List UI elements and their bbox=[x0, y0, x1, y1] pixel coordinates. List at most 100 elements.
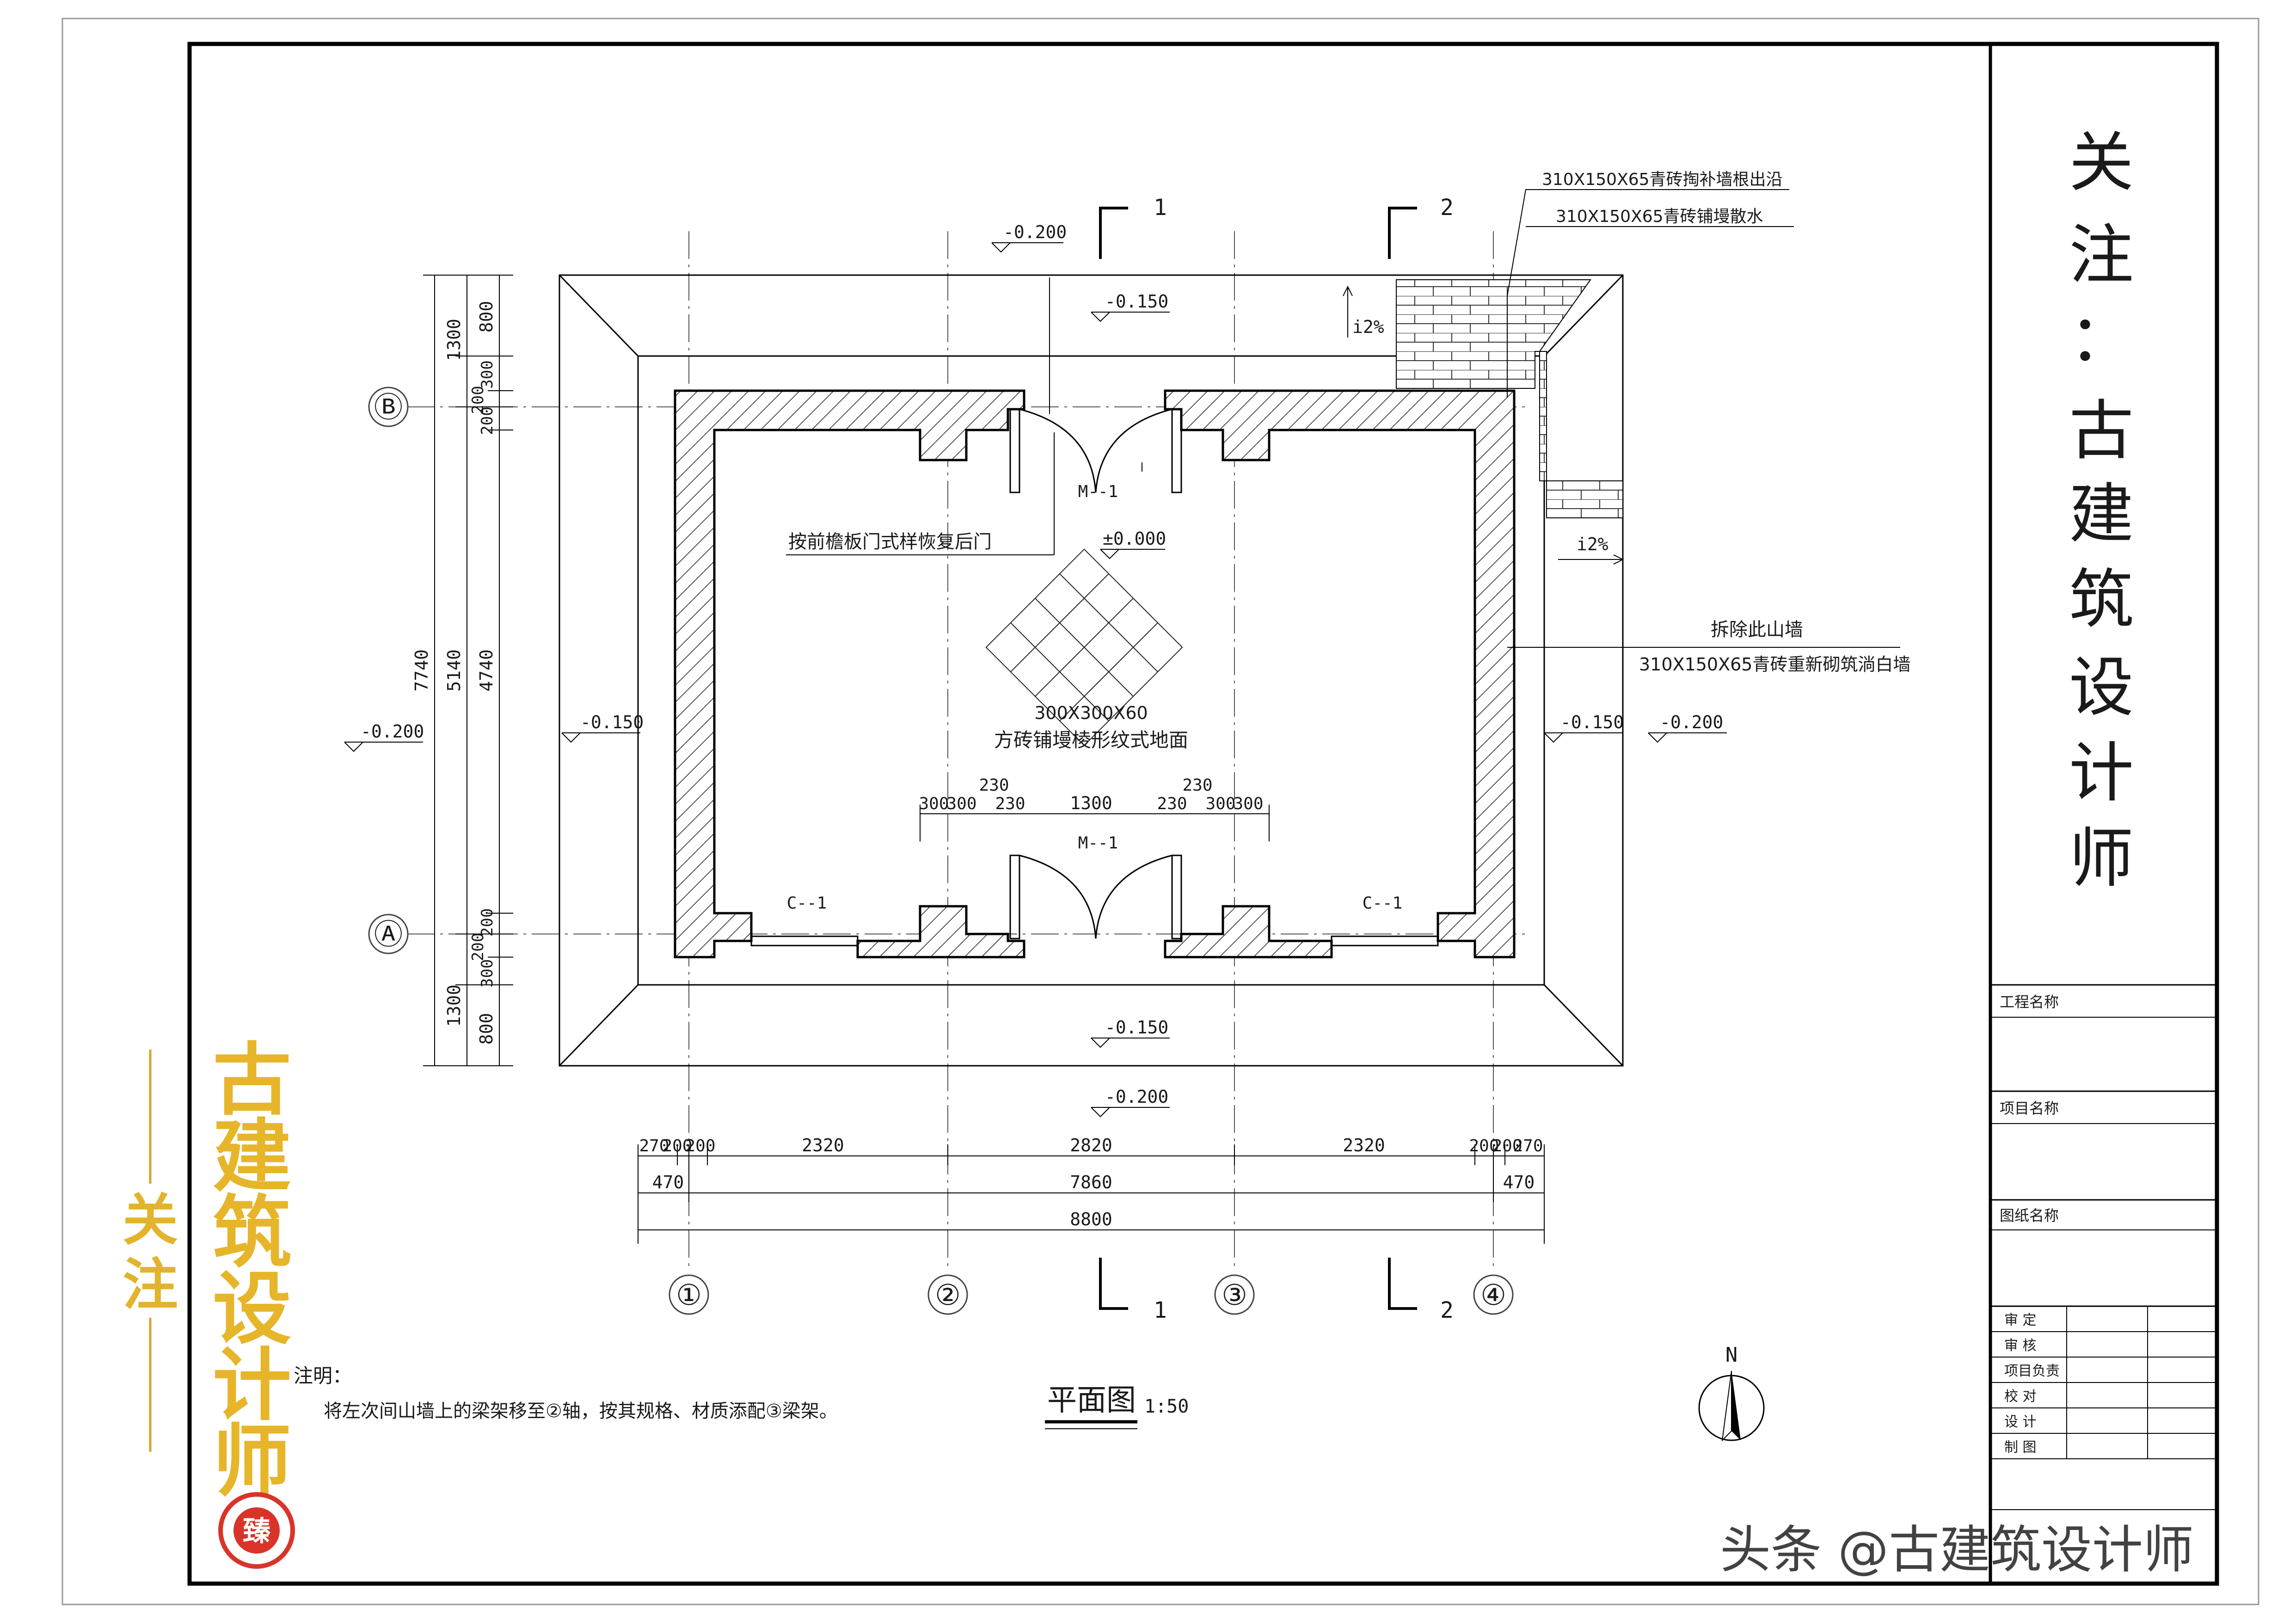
wall-front-left bbox=[856, 905, 1025, 958]
section-mark-2-top bbox=[1388, 207, 1417, 259]
axis-bubble-1 bbox=[669, 1274, 709, 1315]
elev-right-inner: -0.150 bbox=[1560, 712, 1624, 732]
elev-top-inner: -0.150 bbox=[1105, 291, 1168, 312]
notes-body: 将左次间山墙上的梁架移至②轴，按其规格、材质添配③梁架。 bbox=[324, 1401, 838, 1422]
section-mark-1-top bbox=[1099, 207, 1128, 259]
north-label: N bbox=[1725, 1343, 1738, 1367]
signoff-check: 校 对 bbox=[2004, 1389, 2037, 1405]
signoff-review: 审 核 bbox=[2004, 1338, 2037, 1354]
watermark-brand-char: 建 bbox=[213, 1111, 291, 1203]
elev-left-outer: -0.200 bbox=[361, 721, 424, 742]
plan-title: 平面图 bbox=[1047, 1383, 1136, 1418]
dim-b7: 200 bbox=[1469, 1137, 1499, 1155]
dim-800-top: 800 bbox=[476, 301, 497, 333]
signoff-design: 设 计 bbox=[2004, 1414, 2037, 1430]
dim-c3: 470 bbox=[1503, 1172, 1535, 1192]
side-title-char: 设 bbox=[2069, 650, 2134, 725]
signoff-approve: 审 定 bbox=[2004, 1312, 2037, 1328]
note-rear-door: 按前檐板门式样恢复后门 bbox=[788, 531, 992, 553]
watermark-follow-char: 关 bbox=[123, 1188, 178, 1253]
elev-left-inner: -0.150 bbox=[580, 712, 644, 732]
dim-200-top: 200 bbox=[469, 386, 487, 414]
project-name-label: 工程名称 bbox=[2000, 993, 2059, 1011]
wall-front-right bbox=[1164, 905, 1333, 958]
window-right bbox=[1331, 935, 1439, 946]
watermark-brand: 关 注 古 建 筑 设 计 师 臻 bbox=[123, 1035, 295, 1569]
dim-200-bottom: 200 bbox=[478, 908, 497, 936]
section-label: 2 bbox=[1440, 195, 1454, 221]
dim-b9: 270 bbox=[1513, 1137, 1543, 1155]
dim-1300-top: 1300 bbox=[444, 319, 464, 361]
dim-b6: 2320 bbox=[1343, 1135, 1385, 1155]
drawing-name-label: 图纸名称 bbox=[2000, 1207, 2059, 1224]
door-dim-230-right: 230 bbox=[1182, 776, 1212, 795]
axis-label-A: Ⓐ bbox=[374, 917, 403, 951]
axis-label-1: ① bbox=[676, 1278, 702, 1312]
dim-c1: 470 bbox=[652, 1172, 684, 1192]
dim-left-inner: 4740 bbox=[476, 649, 497, 692]
side-title-char: 师 bbox=[2069, 821, 2134, 897]
watermark-brand-char: 设 bbox=[213, 1264, 291, 1355]
axis-bubble-2 bbox=[927, 1274, 968, 1315]
door-dim: 300 bbox=[946, 794, 976, 813]
slope-top: i2% bbox=[1352, 317, 1384, 337]
dim-c2: 7860 bbox=[1070, 1172, 1112, 1192]
dim-800-bottom: 800 bbox=[476, 1013, 497, 1045]
elev-top-outer: -0.200 bbox=[1003, 222, 1067, 242]
notes-title: 注明： bbox=[294, 1364, 352, 1387]
door-dim: 300 bbox=[919, 794, 949, 813]
apron-outline bbox=[559, 274, 1624, 1067]
axis-label-B: Ⓑ bbox=[374, 390, 403, 424]
floor-pattern bbox=[985, 548, 1183, 746]
side-title-char: 筑 bbox=[2069, 562, 2134, 638]
item-name-label: 项目名称 bbox=[2000, 1100, 2059, 1117]
elev-bottom-outer: -0.200 bbox=[1105, 1087, 1168, 1107]
floor-plan: 1 2 1 2 ① ② ③ ④ Ⓑ Ⓐ bbox=[344, 170, 1910, 1323]
side-title: 关 注 ： 古 建 筑 设 计 师 bbox=[2069, 125, 2134, 897]
side-title-char: 注 bbox=[2069, 218, 2134, 293]
section-mark-1-bottom bbox=[1099, 1258, 1128, 1310]
door-dim: 230 bbox=[995, 794, 1025, 813]
door-tag-front: M--1 bbox=[1078, 834, 1118, 853]
watermark-brand-char: 古 bbox=[213, 1035, 291, 1126]
dim-total: 8800 bbox=[1070, 1209, 1112, 1229]
dim-200-bottom2: 200 bbox=[469, 933, 487, 961]
side-title-char: ： bbox=[2069, 301, 2134, 376]
section-label: 2 bbox=[1440, 1297, 1454, 1323]
drawing-frame bbox=[187, 42, 2219, 1586]
axis-label-4: ④ bbox=[1480, 1278, 1506, 1312]
section-label: 1 bbox=[1154, 195, 1167, 221]
dim-b8: 200 bbox=[1492, 1137, 1522, 1155]
door-dim: 230 bbox=[1157, 794, 1187, 813]
dim-300-bottom: 300 bbox=[478, 959, 497, 987]
axis-bubble-4 bbox=[1473, 1274, 1514, 1315]
seal-char: 臻 bbox=[243, 1515, 271, 1548]
note-rebuild: 310X150X65青砖重新砌筑淌白墙 bbox=[1639, 654, 1910, 675]
slope-right: i2% bbox=[1577, 534, 1608, 554]
door-tag-rear: M--1 bbox=[1078, 482, 1118, 501]
dim-b2: 200 bbox=[662, 1137, 692, 1155]
side-title-char: 古 bbox=[2069, 393, 2134, 469]
elev-right-outer: -0.200 bbox=[1660, 712, 1723, 732]
section-mark-2-bottom bbox=[1388, 1258, 1417, 1310]
north-arrow bbox=[1698, 1370, 1765, 1442]
signoff-lead: 项目负责 bbox=[2004, 1363, 2060, 1379]
dim-left-outer: 7740 bbox=[411, 649, 432, 692]
note-floor-desc: 方砖铺墁棱形纹式地面 bbox=[994, 729, 1188, 751]
axis-bubble-B bbox=[368, 387, 409, 427]
side-title-char: 建 bbox=[2069, 477, 2134, 552]
dim-b4: 2320 bbox=[802, 1135, 844, 1155]
side-title-char: 计 bbox=[2069, 736, 2134, 811]
dim-left-mid: 5140 bbox=[444, 649, 464, 692]
platform-outline bbox=[637, 355, 1545, 986]
plan-scale: 1:50 bbox=[1144, 1396, 1189, 1417]
dim-b3: 200 bbox=[685, 1137, 715, 1155]
elev-floor: ±0.000 bbox=[1103, 528, 1166, 549]
footer-watermark: 头条 @古建筑设计师 bbox=[1720, 1520, 2194, 1579]
title-block bbox=[1990, 984, 2217, 1510]
note-demolish: 拆除此山墙 bbox=[1711, 619, 1803, 640]
section-label: 1 bbox=[1154, 1297, 1167, 1323]
window-tag-right: C--1 bbox=[1363, 894, 1403, 913]
watermark-follow-char: 注 bbox=[123, 1253, 178, 1317]
door-dim: 300 bbox=[1233, 794, 1263, 813]
